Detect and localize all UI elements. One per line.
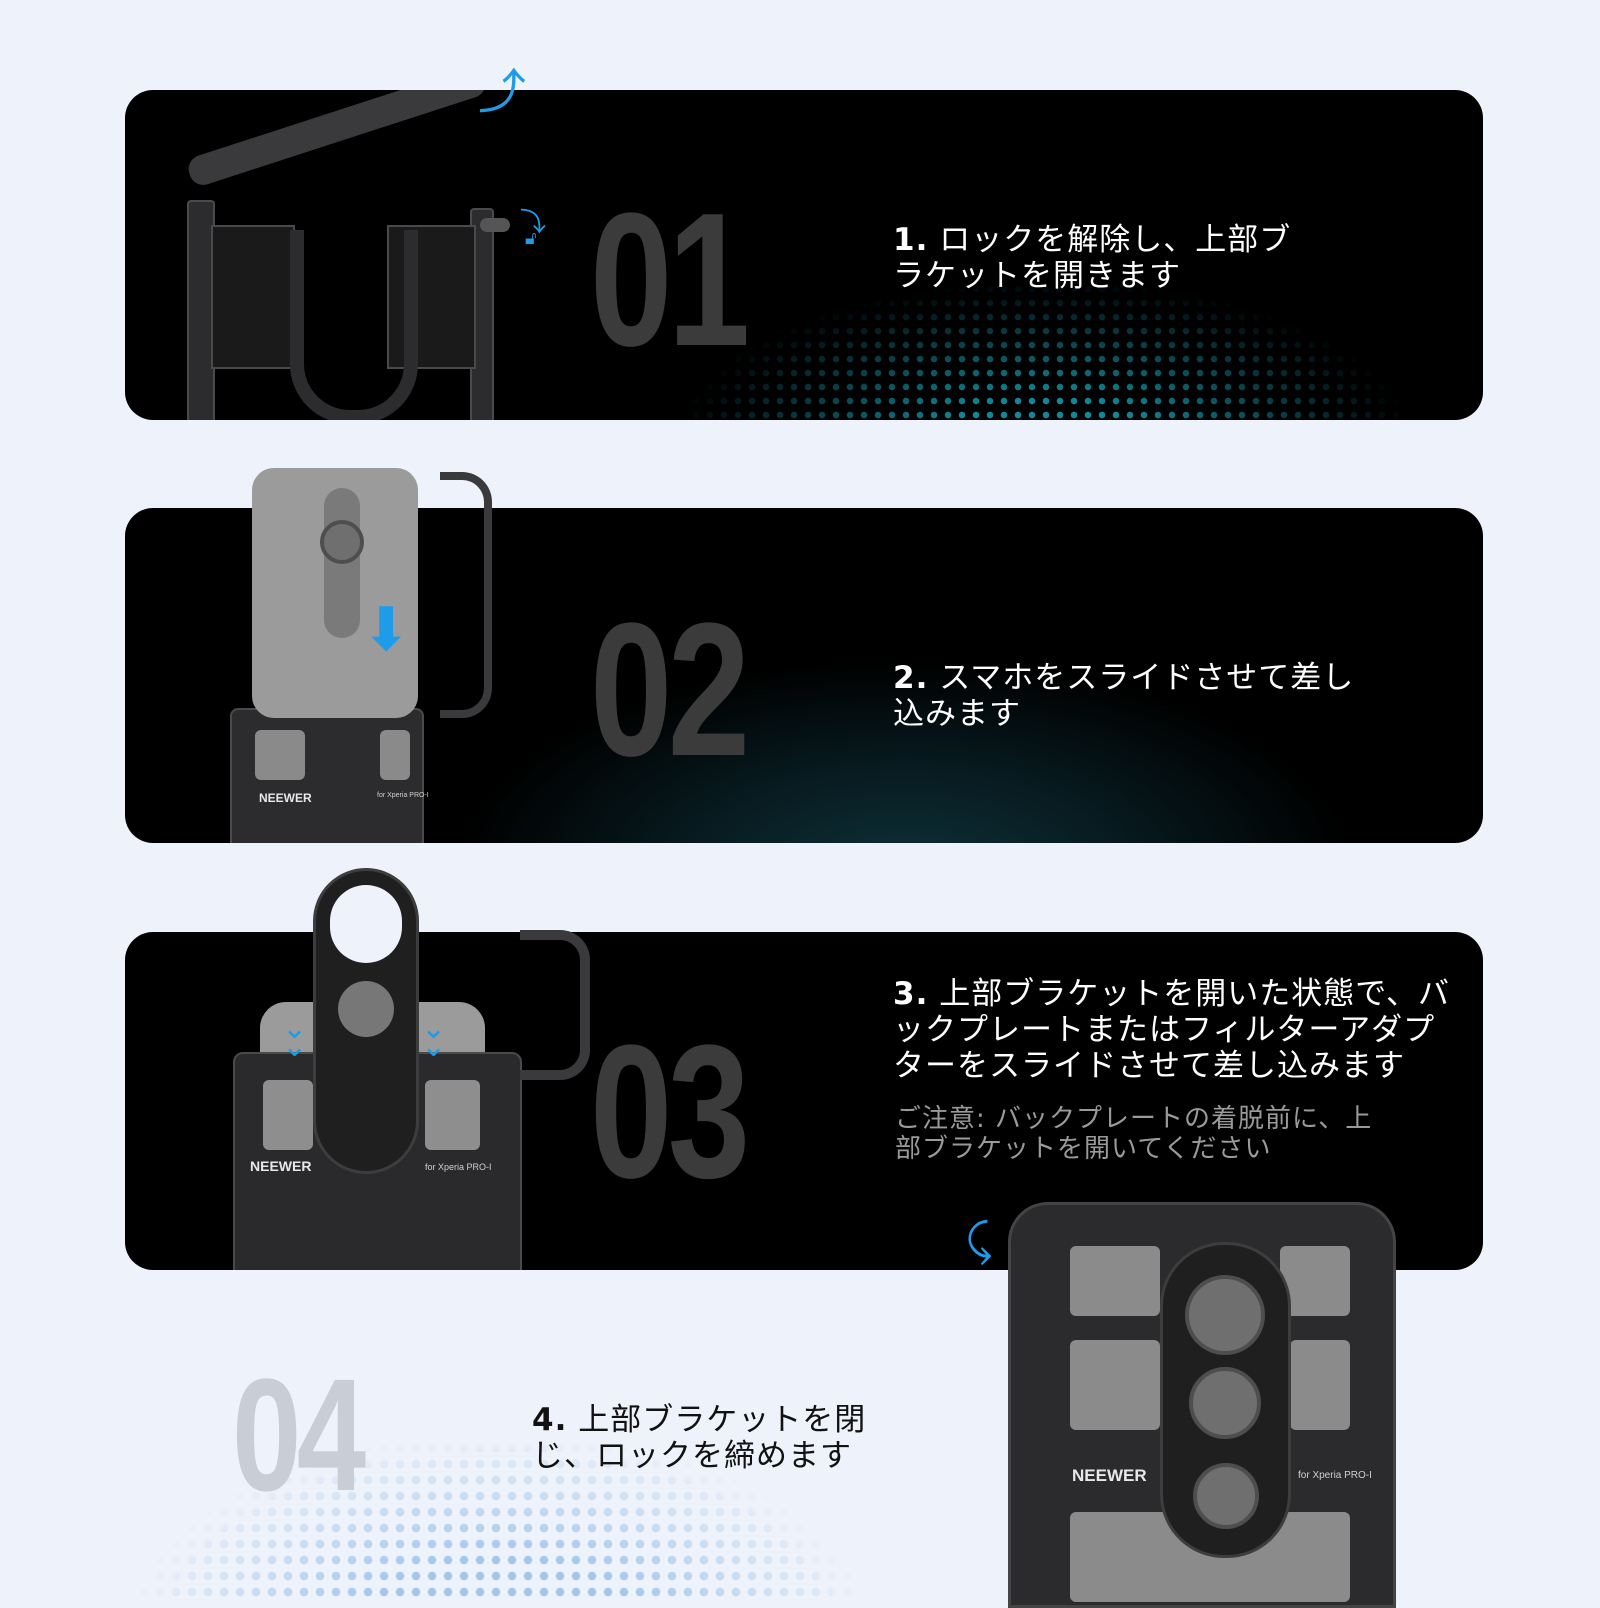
caution-note: ご注意: バックプレートの着脱前に、上 部ブラケットを開いてください: [895, 1104, 1372, 1164]
instruction-line: スマホをスライドさせて差し: [939, 660, 1355, 696]
brand-label: NEEWER: [1072, 1466, 1147, 1485]
model-label: for Xperia PRO-I: [425, 1162, 492, 1172]
brand-label: NEEWER: [259, 791, 312, 805]
step-index: 2.: [893, 660, 929, 696]
note-line: 部ブラケットを開いてください: [895, 1134, 1272, 1164]
plate-hole: [338, 981, 394, 1037]
phone-illustration: [252, 468, 418, 718]
lock-lever: [480, 218, 510, 232]
instruction-line: ラケットを開きます: [893, 258, 1181, 294]
backplate: [1160, 1242, 1291, 1558]
double-chevron-down-icon: ⌄⌄: [421, 1011, 447, 1064]
note-line: ご注意: バックプレートの着脱前に、上: [895, 1104, 1373, 1134]
instruction-line: 込みます: [893, 696, 1021, 732]
step-number: 04: [232, 1345, 366, 1524]
step-number: 01: [590, 174, 750, 386]
step-index: 4.: [532, 1402, 568, 1438]
instruction-line: ロックを解除し、上部ブ: [939, 222, 1292, 258]
rotate-down-arrow-icon: ⤵: [520, 208, 547, 238]
step-number: 02: [590, 584, 750, 796]
top-bracket: [440, 472, 492, 718]
backplate-illustration: [313, 868, 419, 1174]
step-1-panel: 01 1. ロックを解除し、上部ブ ラケットを開きます ⤵ 🔓︎: [125, 90, 1483, 420]
top-bracket: [185, 90, 490, 189]
top-bracket: [520, 930, 590, 1080]
step-index: 3.: [893, 976, 929, 1012]
instruction-line: ターをスライドさせて差し込みます: [893, 1048, 1405, 1084]
model-label: for Xperia PRO-I: [1298, 1470, 1372, 1481]
step-instruction: 3. 上部ブラケットを開いた状態で、バ ックプレートまたはフィルターアダプ ター…: [893, 976, 1450, 1084]
dot-pattern: [40, 1360, 960, 1600]
down-arrow-icon: ⬇: [361, 595, 412, 665]
step-number: 03: [590, 1006, 750, 1218]
step-instruction: 2. スマホをスライドさせて差し 込みます: [893, 660, 1354, 732]
cage-u-bracket: [290, 230, 418, 420]
instruction-line: じ、ロックを締めます: [532, 1438, 852, 1474]
model-label: for Xperia PRO-I: [377, 792, 429, 799]
step-instruction: 1. ロックを解除し、上部ブ ラケットを開きます: [893, 222, 1291, 294]
double-chevron-down-icon: ⌄⌄: [282, 1011, 308, 1064]
instruction-line: 上部ブラケットを閉: [578, 1402, 867, 1438]
rotate-down-arrow-icon: ⤹: [966, 1215, 993, 1266]
instruction-line: 上部ブラケットを開いた状態で、バ: [939, 976, 1450, 1012]
plate-hole: [330, 885, 402, 963]
brand-label: NEEWER: [250, 1158, 312, 1174]
unlock-icon: 🔓︎: [525, 228, 537, 249]
step-instruction: 4. 上部ブラケットを閉 じ、ロックを締めます: [532, 1402, 866, 1474]
instruction-line: ックプレートまたはフィルターアダプ: [893, 1012, 1436, 1048]
rotate-up-arrow-icon: ⤴: [478, 64, 527, 120]
dot-pattern: [605, 240, 1483, 420]
step-index: 1.: [893, 222, 929, 258]
camera-lens: [320, 520, 364, 564]
